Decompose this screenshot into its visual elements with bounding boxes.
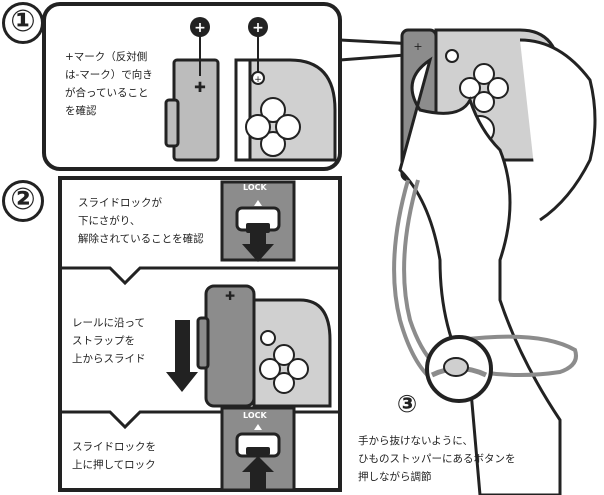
svg-text:✚: ✚ bbox=[225, 289, 235, 303]
plus-badge-strap: + bbox=[190, 17, 210, 76]
svg-text:+: + bbox=[252, 20, 264, 36]
lock-label-2: LOCK bbox=[243, 411, 267, 420]
step-lock-text: スライドロックを 上に押してロック bbox=[72, 441, 156, 471]
strap-illustration: ✚ bbox=[164, 58, 220, 162]
lock-illustration-2 bbox=[220, 406, 296, 492]
joycon-illustration: + bbox=[234, 58, 337, 162]
step-1-number: ① bbox=[2, 2, 44, 44]
plus-badge-joycon: + bbox=[248, 17, 268, 72]
step-slide-text: レールに沿って ストラップを 上からスライド bbox=[72, 317, 146, 365]
svg-text:+: + bbox=[194, 20, 206, 36]
panel-2: ✚ bbox=[58, 176, 342, 492]
hand-illustration: + bbox=[392, 28, 597, 495]
step-3-number: ③ bbox=[392, 390, 422, 420]
lock-illustration-1 bbox=[220, 180, 296, 262]
svg-text:+: + bbox=[413, 40, 422, 53]
step-3-text: 手から抜けないように、 ひものストッパーにあるボタンを 押しながら調節 bbox=[358, 435, 516, 483]
step-2-text: スライドロックが 下にさがり、 解除されていることを確認 bbox=[78, 197, 204, 245]
slide-illustration: ✚ bbox=[166, 284, 332, 408]
svg-text:+: + bbox=[254, 75, 262, 85]
lock-label-1: LOCK bbox=[243, 183, 267, 192]
stopper-zoom-circle bbox=[425, 335, 493, 403]
panel-1: ✚ + + + bbox=[42, 2, 416, 171]
step-2-number: ② bbox=[2, 180, 44, 222]
step-1-text: +マーク（反対側 は-マーク）で向き が合っていること を確認 bbox=[65, 51, 153, 117]
plus-mark: ✚ bbox=[194, 80, 206, 96]
